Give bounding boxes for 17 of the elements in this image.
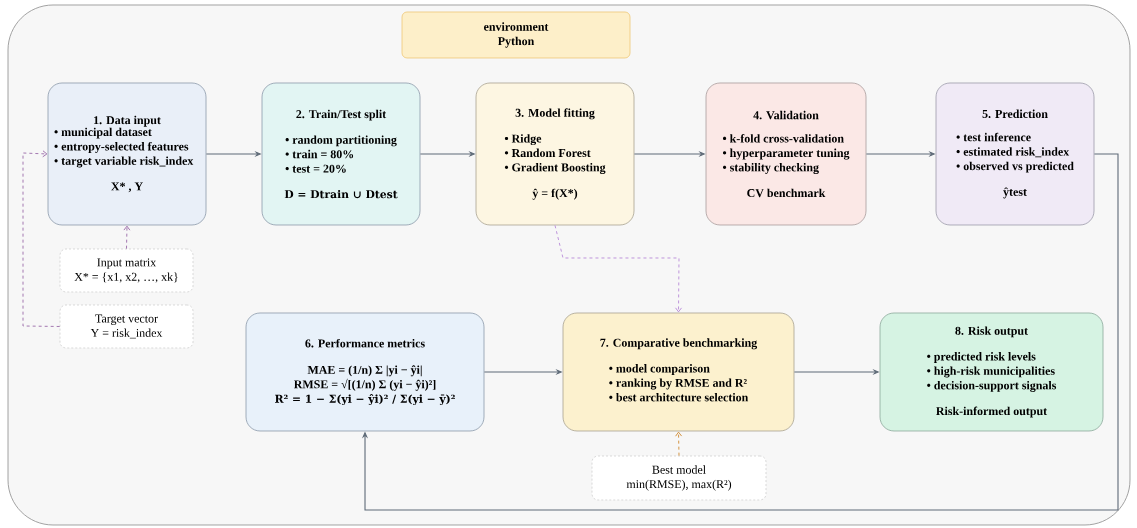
process-box: 6. Performance metrics MAE = (1/n) Σ |yi − ŷi| RMSE = √[(1/n) Σ (yi − ŷi)²] R² = 1 − Σ(yi − ŷi)² / Σ(yi − ȳ)² (245, 312, 485, 432)
process-box: 8. Risk output • predicted risk levels • high-risk municipalities • decision-support signals Risk-informed output (879, 312, 1104, 432)
process-box: 4. Validation • k-fold cross-validation • hyperparameter tuning • stability checking CV benchmark (705, 82, 867, 226)
arrow (675, 431, 683, 457)
process-box: 3. Model fitting • Ridge • Random Forest • Gradient Boosting ŷ = f(X*) (475, 82, 635, 226)
arrow (361, 153, 1119, 511)
note-box: Target vector Y = risk_index (59, 304, 194, 349)
arrow (22, 150, 61, 327)
process-box: 1. Data input • municipal dataset • entropy-selected features • target variable risk_index X* , Y (47, 82, 207, 226)
arrow (123, 225, 131, 250)
note-box: Best model min(RMSE), max(R²) (591, 455, 767, 501)
process-box: 7. Comparative benchmarking • model comparison • ranking by RMSE and R² • best architecture selection (562, 312, 795, 432)
note-box: Input matrix X* = {x1, x2, …, xk} (59, 248, 194, 293)
process-box: 2. Train/Test split • random partitioning • train = 80% • test = 20% D = Dtrain ∪ Dtest (261, 82, 421, 226)
arrow (554, 224, 682, 313)
environment-banner: environment Python (401, 11, 631, 59)
process-box: 5. Prediction • test inference • estimated risk_index • observed vs predicted ŷtest (935, 82, 1095, 226)
